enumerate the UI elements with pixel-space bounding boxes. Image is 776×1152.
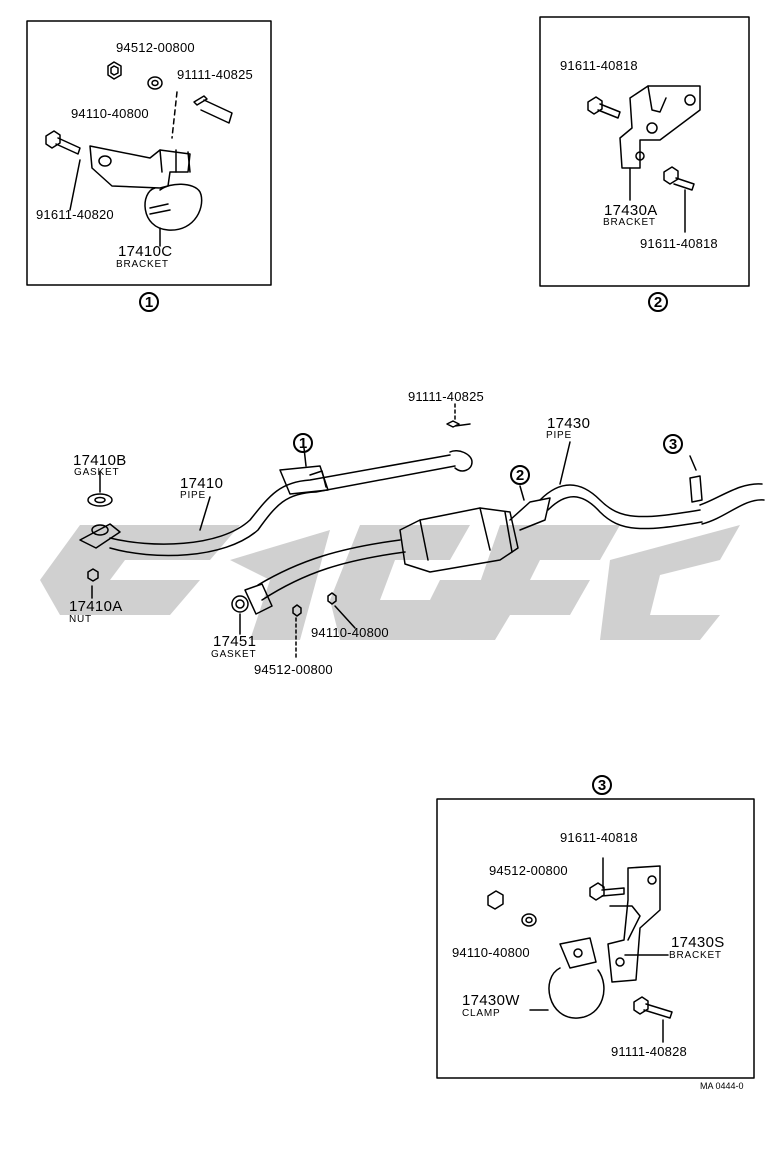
detail-2-frame [539, 16, 750, 287]
callout-1-main-number: 1 [298, 434, 308, 452]
main-pipe-1-part-number: 17410 [180, 475, 224, 492]
main-bolt-part-number: 91111-40825 [408, 389, 484, 404]
detail-1-flange-bolt-part-number: 91611-40820 [36, 207, 114, 222]
callout-3-circle: 3 [592, 775, 612, 795]
detail-2-bolt-part-number: 91611-40818 [560, 58, 638, 73]
detail-3-bolt-part-number: 91611-40818 [560, 830, 638, 845]
detail-3-washer-part-number: 94512-00800 [489, 863, 568, 878]
detail-3-bolt-2-part-number: 91111-40828 [611, 1044, 687, 1059]
figure-code: MA 0444-0 [700, 1081, 744, 1091]
callout-2-main-circle: 2 [510, 465, 530, 485]
detail-1-nut-part-number: 94110-40800 [71, 106, 149, 121]
main-washer-2-part-number: 94512-00800 [254, 662, 333, 677]
detail-3-bracket-part-number: 17430S [671, 934, 725, 951]
detail-1-washer-part-number: 94512-00800 [116, 40, 195, 55]
detail-2-bracket-part-number: 17430A [604, 202, 658, 219]
detail-3-frame [436, 798, 755, 1079]
detail-1-parts [45, 61, 233, 247]
detail-1-bracket-name: BRACKET [116, 259, 169, 270]
callout-1-number: 1 [144, 293, 154, 311]
callout-3-number: 3 [597, 776, 607, 794]
main-pipe-2-part-number: 17430 [547, 415, 591, 432]
callout-1-main-circle: 1 [293, 433, 313, 453]
detail-3-clamp-part-number: 17430W [462, 992, 520, 1009]
callout-2-circle: 2 [648, 292, 668, 312]
detail-2-bolt-2-part-number: 91611-40818 [640, 236, 718, 251]
callout-3-main-circle: 3 [663, 434, 683, 454]
callout-2-main-number: 2 [515, 466, 525, 484]
callout-2-number: 2 [653, 293, 663, 311]
main-gasket-2-name: GASKET [211, 649, 257, 660]
detail-1-bracket-part-number: 17410C [118, 243, 173, 260]
detail-3-parts [487, 857, 673, 1043]
detail-1-frame [26, 20, 272, 286]
detail-3-bracket-name: BRACKET [669, 950, 722, 961]
detail-3-nut-part-number: 94110-40800 [452, 945, 530, 960]
detail-3-clamp-name: CLAMP [462, 1008, 501, 1019]
callout-3-main-number: 3 [668, 435, 678, 453]
main-gasket-1-name: GASKET [74, 467, 120, 478]
main-gasket-1-part-number: 17410B [73, 452, 127, 469]
main-pipe-1-name: PIPE [180, 490, 206, 501]
detail-2-bracket-name: BRACKET [603, 217, 656, 228]
detail-2-parts [587, 85, 701, 233]
main-gasket-2-part-number: 17451 [213, 633, 257, 650]
callout-1-circle: 1 [139, 292, 159, 312]
main-pipe-2-name: PIPE [546, 430, 572, 441]
main-nut-part-number: 17410A [69, 598, 123, 615]
main-nut-name: NUT [69, 614, 92, 625]
main-nut-2-part-number: 94110-40800 [311, 625, 389, 640]
detail-1-bolt-part-number: 91111-40825 [177, 67, 253, 82]
main-assembly [79, 403, 765, 661]
